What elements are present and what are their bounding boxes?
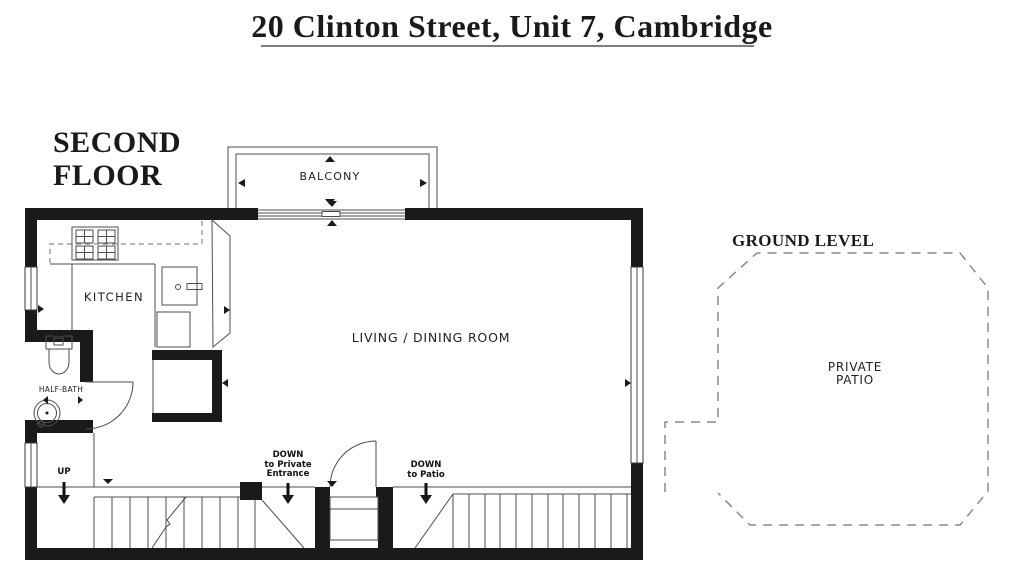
entry-door-swing [329, 440, 377, 488]
dishwasher [156, 311, 191, 348]
direction-arrows [58, 482, 432, 504]
down-private-entrance-label: DOWN to Private Entrance [264, 450, 312, 479]
page-title: 20 Clinton Street, Unit 7, Cambridge [251, 8, 773, 44]
stairs-left [37, 433, 315, 549]
second-floor-line2: FLOOR [53, 159, 163, 192]
window-left-upper [24, 266, 38, 311]
title-underline [261, 45, 754, 47]
balcony-arrow-right [420, 179, 427, 187]
private-patio-outline [664, 252, 989, 526]
stair-start-marker [103, 479, 113, 484]
half-bath [25, 330, 134, 433]
second-floor-line1: SECOND [53, 126, 182, 159]
slider-arrow-up [327, 220, 337, 226]
second-floor-label: SECOND FLOOR [53, 126, 181, 192]
kitchen-label: KITCHEN [83, 290, 145, 304]
stove [71, 226, 119, 261]
closet-marker [222, 379, 228, 387]
private-patio-label: PRIVATE PATIO [827, 360, 883, 387]
windows [24, 266, 644, 488]
down-patio-label: DOWN to Patio [407, 460, 445, 480]
balcony-arrow-left [238, 179, 245, 187]
bath-door-swing [85, 381, 134, 430]
closet [152, 350, 228, 422]
down-private-arrow [282, 483, 294, 504]
half-bath-label: HALF-BATH [38, 385, 84, 394]
sliding-door [111, 201, 405, 226]
stairs-right [393, 486, 631, 549]
living-dining-label: LIVING / DINING ROOM [351, 330, 511, 345]
balcony-label: BALCONY [299, 170, 361, 183]
up-label: UP [57, 467, 71, 477]
ground-level-label: GROUND LEVEL [732, 231, 875, 250]
balcony-arrow-up [325, 156, 335, 162]
exterior-walls [25, 208, 643, 560]
refrigerator [161, 266, 203, 306]
down-patio-arrow [420, 483, 432, 504]
pantry-marker [224, 306, 230, 314]
stair-break-line [151, 496, 187, 549]
kitchen-wall-marker [111, 213, 121, 219]
window-left-lower [24, 442, 38, 488]
window-right-marker [625, 379, 631, 387]
upper-cabinets-dashed [49, 220, 203, 263]
bath-sink [33, 399, 61, 429]
window-right [630, 266, 644, 464]
kitchen-fixtures [49, 218, 231, 349]
slider-arrow-down [327, 201, 337, 207]
pantry-angled-wall [211, 218, 231, 349]
window-left-marker [38, 305, 44, 313]
stair-post [240, 482, 262, 500]
entry-vestibule [315, 440, 393, 560]
up-arrow [58, 482, 70, 504]
counter-edge [50, 263, 156, 347]
